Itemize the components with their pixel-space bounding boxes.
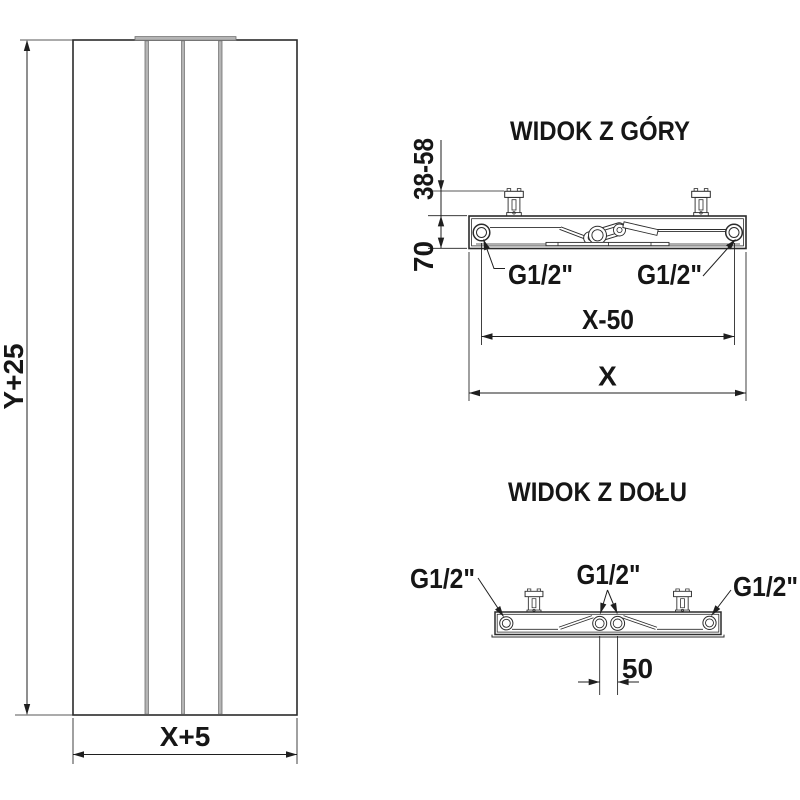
bottom-port-center1-outer bbox=[592, 615, 608, 631]
lower-rail-bar bbox=[545, 241, 670, 247]
width-dimension-label: X+5 bbox=[160, 721, 211, 752]
top-view: WIDOK Z GÓRY bbox=[408, 115, 747, 401]
height-dimension-label: Y+25 bbox=[0, 343, 29, 409]
bottom-port-center-label: G1/2" bbox=[577, 559, 641, 590]
bottom-port-right-outer bbox=[702, 615, 717, 631]
top-center-linkage bbox=[476, 221, 740, 247]
leader-arrow-bottom-left bbox=[495, 606, 504, 617]
top-port-right-outer bbox=[724, 223, 744, 242]
bottom-body-inner-line bbox=[496, 613, 720, 633]
panel-groove-left bbox=[144, 40, 149, 715]
bottom-diagonal-left bbox=[558, 615, 594, 630]
top-port-left-label: G1/2" bbox=[508, 259, 573, 290]
wall-distance-label: 38-58 bbox=[408, 138, 439, 200]
total-width-arrow-right bbox=[735, 389, 746, 397]
leader-arrow-bottom-right bbox=[711, 605, 721, 616]
width-arrow-left bbox=[73, 751, 84, 758]
total-width-label: X bbox=[598, 361, 617, 392]
leader-arrow-bottom-center2 bbox=[610, 602, 618, 614]
leader-arrow-top-right bbox=[726, 239, 736, 250]
top-port-left-inner bbox=[476, 227, 487, 238]
pivot-circle-inner bbox=[591, 229, 604, 242]
height-arrow-top bbox=[23, 40, 31, 51]
front-view: Y+25 X+5 bbox=[0, 36, 298, 764]
depth-label: 70 bbox=[408, 241, 439, 272]
bottom-diagonal-right bbox=[621, 615, 658, 630]
link-bar-right-outline bbox=[622, 221, 659, 236]
bottom-port-left-outer bbox=[499, 616, 514, 631]
top-port-right-inner bbox=[728, 227, 740, 238]
lower-rail-ticks bbox=[557, 242, 652, 246]
panel-top-cap bbox=[134, 36, 237, 41]
link-bar-right bbox=[622, 221, 659, 236]
center-spacing-extensions bbox=[599, 636, 619, 695]
bottom-body-outline bbox=[494, 611, 722, 636]
bottom-port-left-label: G1/2" bbox=[410, 563, 475, 594]
top-view-title: WIDOK Z GÓRY bbox=[510, 115, 690, 146]
top-port-left-outer bbox=[472, 223, 491, 242]
bottom-port-center2-outer bbox=[610, 615, 626, 631]
panel-groove-right bbox=[218, 40, 223, 715]
front-panel-outline bbox=[72, 39, 298, 716]
port-spacing-extensions bbox=[481, 243, 735, 345]
pivot2-circle-inner bbox=[616, 226, 623, 233]
arrow-body-bottom bbox=[437, 237, 445, 249]
bottom-view: WIDOK Z DOŁU G1/2" G1/2" G1/2" bbox=[410, 477, 798, 695]
bottom-bracket-left bbox=[524, 588, 544, 614]
bottom-body-lip bbox=[491, 634, 725, 638]
wall-bracket-right bbox=[691, 188, 711, 217]
bottom-port-right-label: G1/2" bbox=[733, 571, 798, 602]
bottom-port-right-inner bbox=[705, 618, 714, 628]
leader-arrow-top-left bbox=[483, 239, 491, 251]
panel-groove-center bbox=[181, 40, 185, 715]
total-width-arrow-left bbox=[469, 389, 480, 397]
bottom-port-left-inner bbox=[501, 618, 511, 628]
center-spacing-label: 50 bbox=[622, 653, 653, 684]
leader-arrow-bottom-center1 bbox=[600, 602, 607, 614]
center-spacing-arrow-right bbox=[617, 678, 629, 686]
height-arrow-bottom bbox=[23, 704, 31, 715]
width-arrow-right bbox=[286, 751, 297, 758]
port-spacing-label: X-50 bbox=[582, 304, 634, 335]
bottom-port-center2-inner bbox=[612, 618, 623, 629]
bottom-view-title: WIDOK Z DOŁU bbox=[508, 477, 687, 507]
center-spacing-arrow-left bbox=[588, 678, 600, 686]
pivot-circle-outer bbox=[588, 225, 607, 245]
port-spacing-arrow-left bbox=[481, 333, 493, 340]
port-spacing-arrow-right bbox=[723, 333, 735, 340]
wall-bracket-left bbox=[504, 188, 524, 217]
total-width-extensions bbox=[468, 252, 747, 401]
top-port-right-label: G1/2" bbox=[637, 259, 702, 290]
bottom-bracket-right bbox=[673, 588, 692, 614]
arrow-wall-distance bbox=[437, 180, 445, 191]
bottom-port-center1-inner bbox=[594, 618, 605, 629]
arrow-body-top bbox=[437, 215, 445, 227]
